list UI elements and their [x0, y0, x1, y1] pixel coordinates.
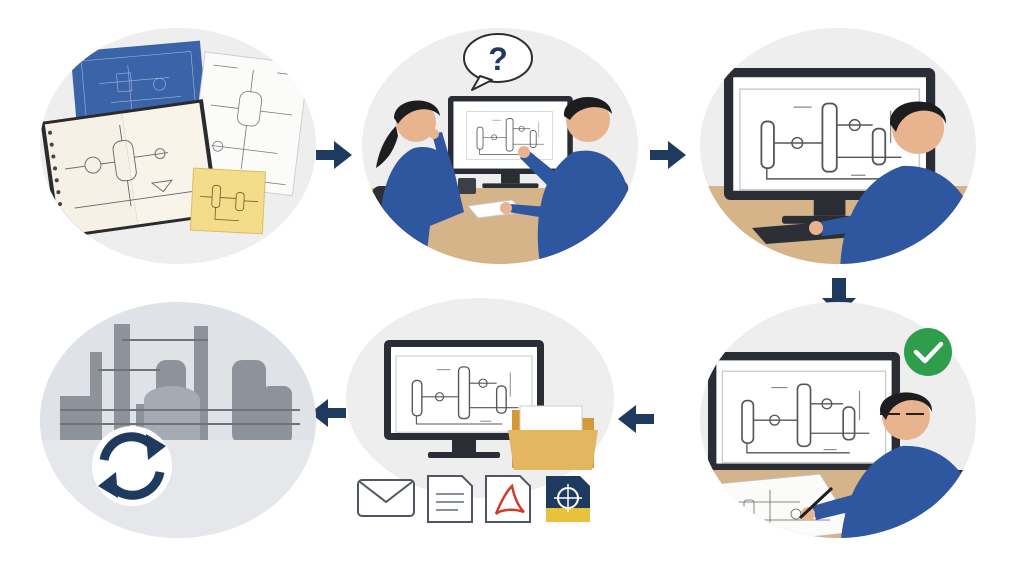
question-mark: ?: [488, 41, 508, 77]
step-cad-drafting: [700, 28, 976, 264]
pen-icon: [798, 486, 834, 520]
refresh-cycle-icon: [92, 426, 172, 506]
flow-arrow-left-icon: [618, 405, 654, 433]
flow-arrow-right-icon: [316, 141, 352, 169]
document-icon: [427, 475, 473, 523]
pdf-icon: [485, 475, 531, 523]
step-team-review: ?: [362, 28, 638, 264]
spiral-notebook-icon: [40, 99, 220, 239]
step-plant-operations: [40, 302, 316, 538]
sticky-note: [189, 167, 267, 235]
flow-arrow-left-icon: [310, 399, 346, 427]
email-icon: [357, 479, 415, 517]
check-badge-icon: [904, 328, 952, 376]
step-engineer-approval: [700, 302, 976, 538]
question-bubble-icon: ?: [463, 33, 533, 91]
coffee-mug-icon: [458, 178, 476, 194]
flow-arrow-right-icon: [650, 141, 686, 169]
refinery-illustration: [40, 302, 316, 538]
cad-file-icon: [546, 476, 590, 522]
step-legacy-documents: [40, 28, 316, 264]
step-digital-delivery: [346, 298, 614, 523]
sketch-paper: [188, 51, 309, 197]
folder-icon: [508, 405, 598, 470]
